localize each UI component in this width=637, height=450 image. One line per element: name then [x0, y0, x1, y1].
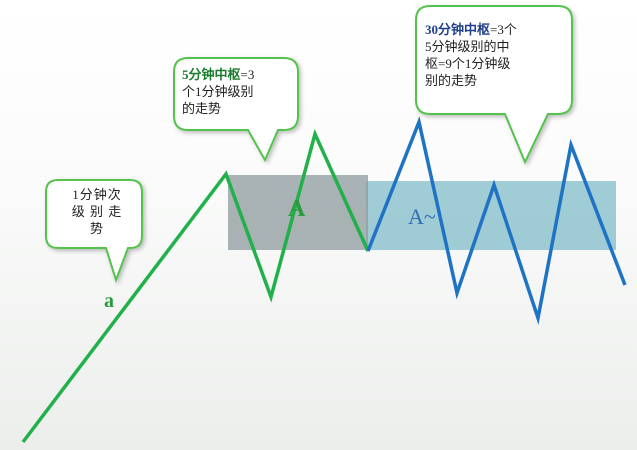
callout-thirty-minute-bubble: [415, 5, 573, 165]
callout-thirty-minute-line4: 别的走势: [425, 73, 478, 88]
callout-one-minute-line3: 势: [89, 221, 104, 236]
callout-one-minute-text: 1分钟次 级 别 走 势: [56, 186, 138, 237]
callout-one-minute-line1: 1分钟次: [72, 187, 122, 202]
callout-five-minute-text: 5分钟中枢=3 个1分钟级别 的走势: [182, 66, 292, 117]
callout-thirty-minute-rest: =3个: [490, 22, 517, 37]
callout-five-minute-rest: =3: [240, 67, 255, 82]
callout-thirty-minute-text: 30分钟中枢=3个 5分钟级别的中 枢=9个1分钟级 别的走势: [425, 21, 563, 89]
five-minute-center-box: [228, 175, 368, 250]
blue-trend-line: [366, 116, 627, 325]
label-a-small: a: [104, 290, 114, 312]
callout-five-minute-line2: 个1分钟级别: [182, 84, 254, 99]
callout-thirty-minute-line3: 枢=9个1分钟级: [425, 56, 511, 71]
callout-five-minute-line3: 的走势: [182, 101, 222, 116]
label-A-center: A: [288, 196, 306, 222]
callout-five-minute-bold: 5分钟中枢: [182, 67, 241, 82]
callout-one-minute-bubble: [45, 179, 143, 284]
callout-thirty-minute-line2: 5分钟级别的中: [425, 39, 510, 54]
callout-one-minute-line2: 级 别 走: [71, 204, 123, 219]
green-trend-line: [21, 128, 370, 444]
callout-thirty-minute-bold: 30分钟中枢: [425, 22, 491, 37]
label-A-tilde: A~: [408, 204, 436, 229]
callout-five-minute-bubble: [173, 57, 299, 163]
